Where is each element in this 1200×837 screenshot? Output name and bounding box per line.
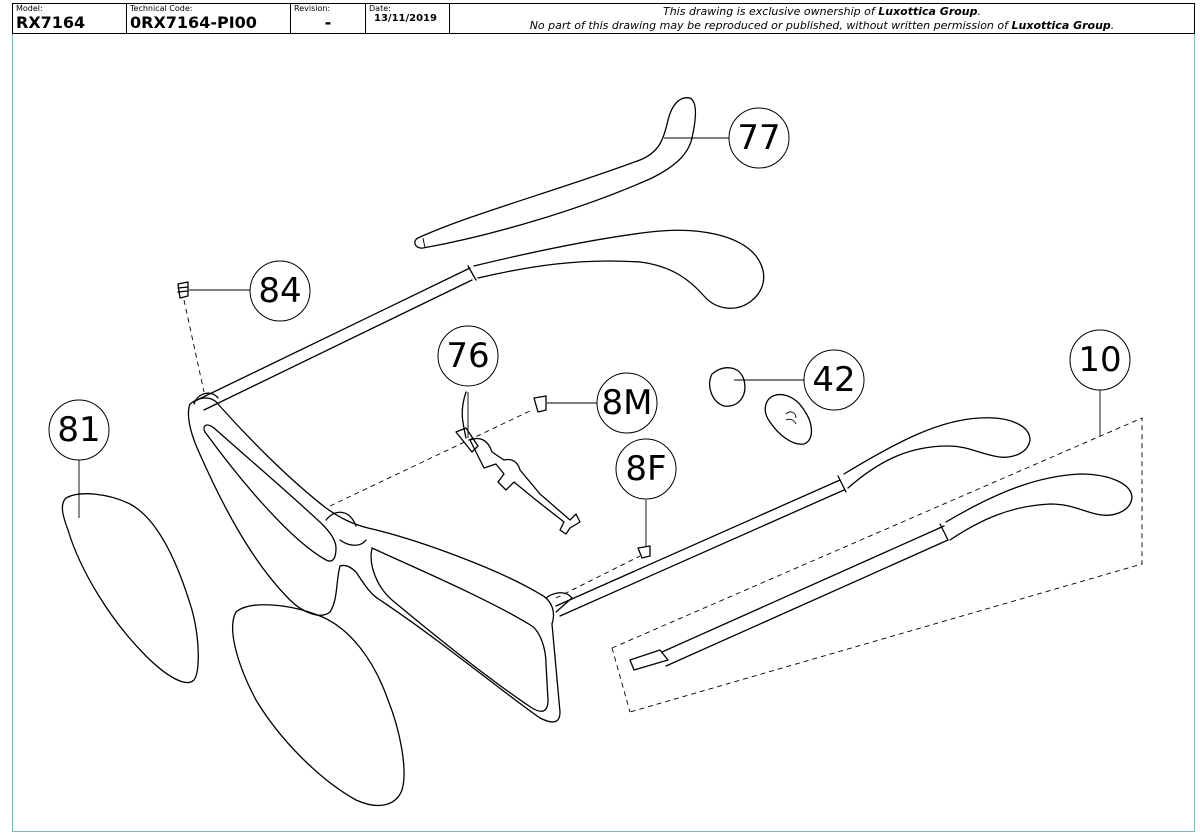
front-frame-part-10 [187,392,573,723]
ownership-notice-cell: This drawing is exclusive ownership of L… [450,4,1194,33]
callout-42: 42 [803,349,865,411]
ownership-notice-line-1: This drawing is exclusive ownership of L… [662,5,982,18]
callout-8F-label: 8F [625,449,666,489]
callout-84-label: 84 [258,271,301,311]
callout-42-label: 42 [812,360,855,400]
callout-10: 10 [1069,329,1131,391]
model-label: Model: [16,4,43,13]
screw-part-84 [177,281,250,393]
nosepads-part-42 [709,367,813,445]
model-cell: Model: RX7164 [13,4,127,33]
temple-tip-part-77 [414,97,697,249]
left-temple-arm [192,229,765,411]
callout-84: 84 [249,260,311,322]
callout-8M-label: 8M [602,383,653,423]
callout-77-label: 77 [737,118,780,158]
title-block: Model: RX7164 Technical Code: 0RX7164-PI… [12,3,1195,34]
callout-77: 77 [664,107,790,169]
callout-10-label: 10 [1078,340,1121,380]
date-value: 13/11/2019 [374,13,437,24]
lenses-part-81 [61,493,405,807]
revision-cell: Revision: - [291,4,366,33]
screw-part-8F [637,500,651,559]
callout-81-label: 81 [57,410,100,450]
model-value: RX7164 [16,13,86,32]
technical-code-value: 0RX7164-PI00 [130,13,257,32]
callout-8F: 8F [615,438,677,500]
ownership-notice-line-2: No part of this drawing may be reproduce… [529,19,1115,32]
callout-76: 76 [437,325,499,387]
callout-81: 81 [48,399,110,518]
screw-part-8M [533,395,604,413]
revision-value: - [324,13,332,32]
right-temple-arm [555,417,1031,617]
temple-detail-inset [611,386,1143,713]
nosepad-arm-part-76 [455,391,581,535]
assembly-leader-lines [329,409,641,713]
callout-76-label: 76 [446,336,489,376]
date-label: Date: [369,4,391,13]
revision-label: Revision: [294,4,331,13]
technical-code-cell: Technical Code: 0RX7164-PI00 [127,4,291,33]
date-cell: Date: 13/11/2019 [366,4,450,33]
technical-code-label: Technical Code: [130,4,193,13]
callout-8M: 8M [596,372,658,434]
